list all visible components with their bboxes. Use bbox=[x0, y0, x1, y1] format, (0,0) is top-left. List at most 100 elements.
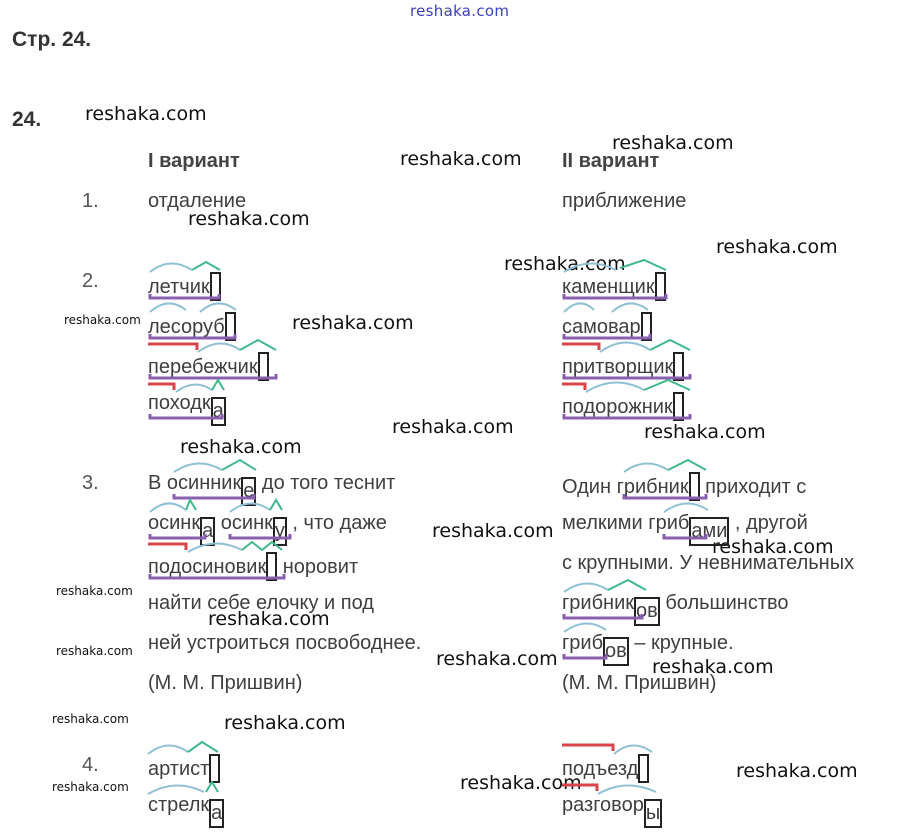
variant-1-title: I вариант bbox=[148, 150, 240, 172]
root-arc-mark bbox=[149, 262, 193, 273]
root-arc-mark bbox=[173, 462, 223, 473]
answer-text: приближение bbox=[562, 190, 687, 212]
ending-box bbox=[209, 754, 221, 783]
text-line: Один грибник приходит с bbox=[562, 472, 806, 501]
suffix-mark bbox=[607, 578, 647, 591]
watermark: reshaka.com bbox=[52, 780, 129, 794]
watermark: reshaka.com bbox=[292, 312, 414, 334]
root-arc-mark bbox=[599, 341, 651, 353]
ending-box bbox=[672, 392, 684, 421]
ending-box bbox=[257, 352, 269, 381]
author: (М. М. Пришвин) bbox=[562, 672, 717, 694]
watermark: reshaka.com bbox=[85, 103, 207, 125]
root-arc-mark bbox=[149, 302, 187, 313]
ending-box bbox=[640, 312, 652, 341]
item-number: 1. bbox=[82, 190, 99, 212]
root-arc-mark bbox=[663, 502, 709, 513]
watermark: reshaka.com bbox=[392, 416, 514, 438]
suffix-mark bbox=[191, 260, 221, 271]
word-parsed: подъезд bbox=[562, 754, 650, 783]
prefix-mark bbox=[148, 382, 176, 390]
root-arc-mark bbox=[197, 342, 241, 353]
suffix-mark bbox=[187, 740, 219, 753]
watermark: reshaka.com bbox=[208, 608, 330, 630]
item-number: 2. bbox=[82, 270, 99, 292]
watermark: reshaka.com bbox=[460, 772, 582, 794]
variant-2-title: II вариант bbox=[562, 150, 660, 172]
word-parsed: самовар bbox=[562, 312, 652, 341]
suffix-mark bbox=[649, 338, 691, 351]
suffix-mark bbox=[667, 458, 707, 471]
prefix-mark bbox=[562, 382, 587, 390]
author: (М. М. Пришвин) bbox=[148, 672, 303, 694]
watermark: reshaka.com bbox=[716, 236, 838, 258]
watermark: reshaka.com bbox=[712, 536, 834, 558]
watermark: reshaka.com bbox=[432, 520, 554, 542]
prefix-mark bbox=[148, 342, 199, 350]
watermark: reshaka.com bbox=[644, 421, 766, 443]
suffix-mark bbox=[619, 258, 667, 271]
ending-box: ами bbox=[689, 517, 730, 546]
root-arc-mark bbox=[611, 302, 649, 313]
ending-box bbox=[638, 754, 650, 783]
root-arc-mark bbox=[199, 302, 237, 313]
suffix-mark bbox=[205, 780, 219, 793]
ending-box bbox=[224, 312, 236, 341]
answer-text: отдаление bbox=[148, 190, 247, 212]
root-arc-mark bbox=[597, 784, 657, 795]
word-parsed: притворщик bbox=[562, 352, 685, 381]
text-line: подосиновик норовит bbox=[148, 552, 358, 581]
ending-box: ов bbox=[634, 597, 660, 626]
ending-box: е bbox=[241, 477, 257, 506]
watermark: reshaka.com bbox=[652, 656, 774, 678]
word-parsed: лесоруб bbox=[148, 312, 236, 341]
watermark: reshaka.com bbox=[52, 712, 129, 726]
watermark: reshaka.com bbox=[436, 648, 558, 670]
ending-box: ов bbox=[603, 637, 629, 666]
root-arc-mark bbox=[147, 784, 205, 795]
text-line: найти себе елочку и под bbox=[148, 592, 374, 614]
suffix-mark bbox=[643, 378, 691, 391]
exercise-number: 24. bbox=[12, 108, 42, 131]
root-arc-mark bbox=[613, 744, 653, 755]
ending-box bbox=[673, 352, 685, 381]
prefix-mark bbox=[562, 743, 615, 751]
word-parsed: каменщик bbox=[562, 272, 666, 301]
ending-box: а bbox=[210, 397, 226, 426]
ending-box: у bbox=[272, 517, 287, 546]
ending-box: ы bbox=[643, 799, 663, 828]
watermark: reshaka.com bbox=[612, 132, 734, 154]
ending-box bbox=[688, 472, 700, 501]
root-arc-mark bbox=[563, 302, 595, 313]
prefix-mark bbox=[562, 342, 601, 350]
watermark: reshaka.com bbox=[224, 712, 346, 734]
watermark: reshaka.com bbox=[56, 584, 133, 598]
word-parsed: подорожник bbox=[562, 392, 684, 421]
suffix-mark bbox=[239, 338, 277, 351]
suffix-mark bbox=[221, 458, 257, 471]
root-arc-mark bbox=[147, 744, 189, 755]
word-parsed: летчик bbox=[148, 272, 221, 301]
ending-box bbox=[654, 272, 666, 301]
item-number: 4. bbox=[82, 754, 99, 776]
watermark: reshaka.com bbox=[64, 313, 141, 327]
root-arc-mark bbox=[585, 381, 645, 393]
watermark: reshaka.com bbox=[180, 436, 302, 458]
item-number: 3. bbox=[82, 472, 99, 494]
suffix-mark bbox=[211, 378, 225, 391]
word-parsed: артист bbox=[148, 754, 221, 783]
text-line: с крупными. У невнимательных bbox=[562, 552, 855, 574]
watermark-top[interactable]: reshaka.com bbox=[410, 2, 510, 20]
ending-box: а bbox=[200, 517, 216, 546]
ending-box bbox=[209, 272, 221, 301]
ending-box: а bbox=[209, 799, 225, 828]
root-arc-mark bbox=[563, 582, 609, 593]
